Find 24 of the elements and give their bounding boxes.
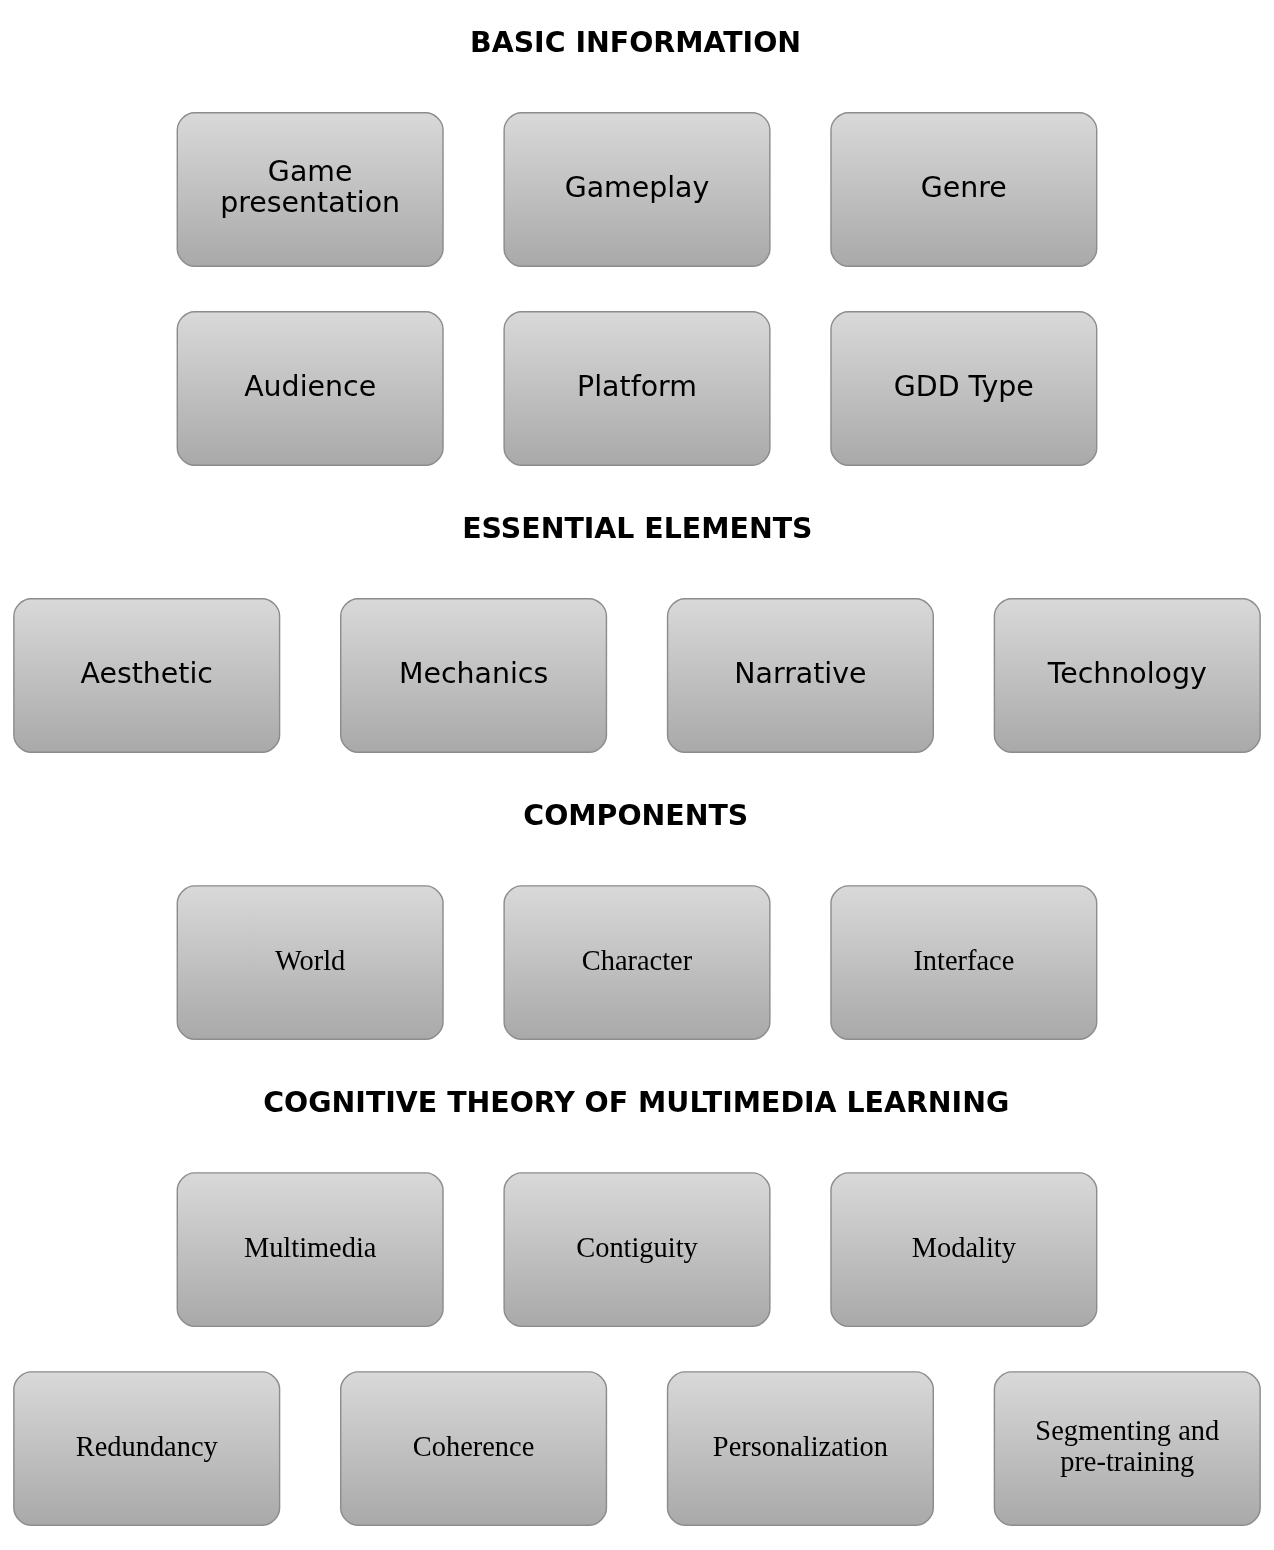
node-box: Segmenting and pre-training <box>993 1371 1261 1527</box>
label: COGNITIVE THEORY OF MULTIMEDIA LEARNING <box>263 1085 1010 1119</box>
node-box: Contiguity <box>503 1172 771 1328</box>
node-box: Personalization <box>666 1371 934 1527</box>
node-box: Narrative <box>666 598 934 753</box>
node-box: Mechanics <box>340 598 608 753</box>
node-box: Genre <box>830 112 1098 267</box>
node-box: GDD Type <box>830 311 1098 466</box>
node-box: Coherence <box>340 1371 608 1527</box>
label: BASIC INFORMATION <box>470 25 802 59</box>
node-box: Aesthetic <box>13 598 281 753</box>
node-box: Character <box>503 885 771 1041</box>
node-box: Modality <box>830 1172 1098 1328</box>
node-box: Game presentation <box>176 112 444 267</box>
node-box: Technology <box>993 598 1261 753</box>
node-box: Audience <box>176 311 444 466</box>
label: ESSENTIAL ELEMENTS <box>462 511 813 545</box>
node-box: Multimedia <box>176 1172 444 1328</box>
node-box: World <box>176 885 444 1041</box>
node-box: Gameplay <box>503 112 771 267</box>
node-box: Interface <box>830 885 1098 1041</box>
node-box: Platform <box>503 311 771 466</box>
node-box: Redundancy <box>13 1371 281 1527</box>
label: COMPONENTS <box>523 798 749 832</box>
